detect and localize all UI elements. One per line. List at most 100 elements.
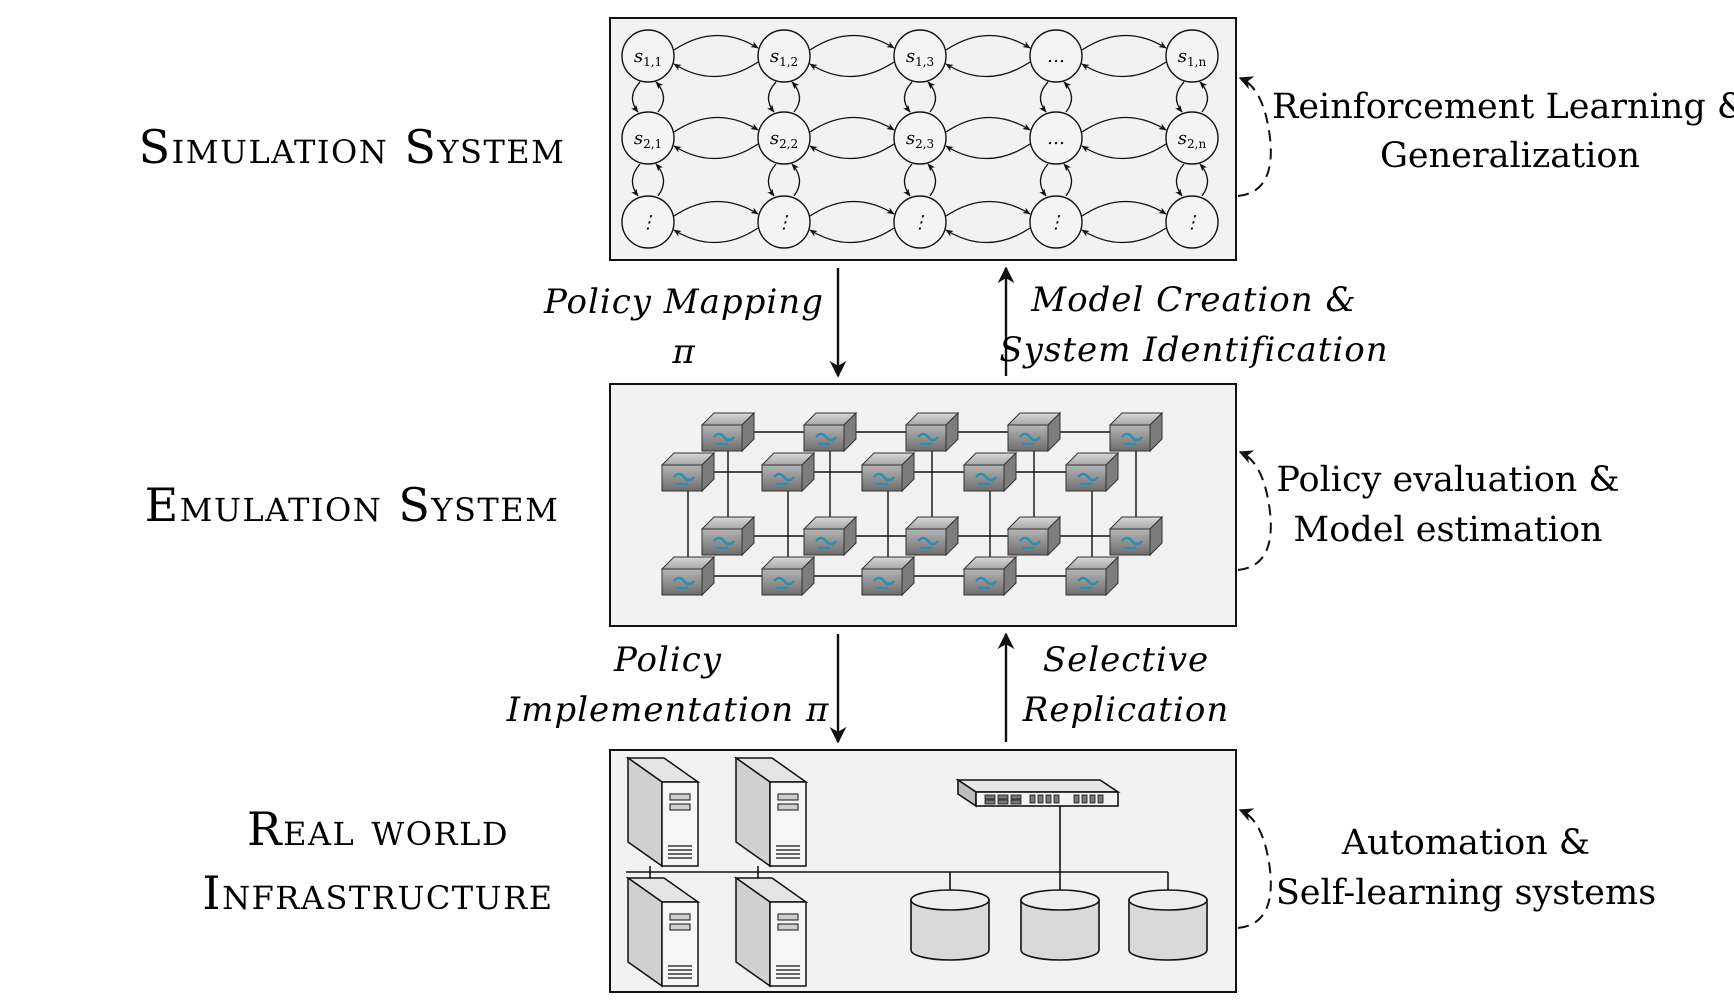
emulated-container-icon [1006,515,1062,557]
transition-arc [655,163,665,197]
state-node: s1,2 [757,29,811,83]
state-node: s1,n [1165,29,1219,83]
state-node: s1,3 [893,29,947,83]
storage-cylinder-icon [910,889,990,961]
simulation-system-title: Simulation System [139,120,566,174]
emulated-container-icon [1064,555,1120,597]
state-label: s1,n [1178,46,1207,69]
transition-arc [673,116,759,133]
automation-label-line2: Self-learning systems [1276,873,1656,913]
state-node: s2,n [1165,111,1219,165]
transition-arc [767,81,777,113]
rl-generalization-label-line2: Generalization [1380,136,1640,176]
real-world-title-line2: Infrastructure [202,866,553,920]
server-tower-icon [733,876,809,988]
emulated-container-icon [802,411,858,453]
transition-arc [1081,61,1167,78]
state-nodes: s1,1 s1,2 s1,3 … s1,n s2,1 s2,2 s2,3 … s2,n ⋮ ⋮ ⋮ ⋮ ⋮ [621,29,1219,249]
transition-arc [767,163,777,197]
transition-arc [655,81,665,113]
transition-arc [809,200,895,217]
transition-arc [1199,163,1209,197]
transition-arc [631,81,641,113]
state-label: … [1047,128,1065,149]
emulated-container-icon [860,451,916,493]
policy-implementation-label-line1: Policy [613,640,722,680]
policy-mapping-label-line1: Policy Mapping [543,282,824,322]
transition-arc [673,61,759,78]
storage-cylinder-icon [1128,889,1208,961]
state-node: ⋮ [1029,195,1083,249]
transition-arc [1039,163,1049,197]
evaluation-feedback-loop-arrow [1237,450,1272,571]
server-tower-icon [733,756,809,868]
transition-arc [945,143,1031,160]
transition-arc [673,34,759,51]
model-creation-label-line2: System Identification [999,330,1388,370]
rl-feedback-loop-arrow [1237,76,1272,197]
policy-mapping-label-line2: π [671,332,695,372]
emulated-container-icon [904,411,960,453]
transition-arc [1081,200,1167,217]
transition-arc [927,163,937,197]
transition-arc [945,34,1031,51]
transition-arc [945,200,1031,217]
transition-arc [903,163,913,197]
emulated-container-icon [1064,451,1120,493]
model-creation-label-line1: Model Creation & [1030,280,1357,320]
network-switch-icon [955,778,1121,808]
transition-arc [673,143,759,160]
transition-arc [945,116,1031,133]
automation-label-line1: Automation & [1341,823,1590,863]
policy-implementation-label-line2: Implementation π [506,690,830,730]
transition-arc [809,34,895,51]
state-label: s1,3 [906,46,934,69]
state-node: s2,3 [893,111,947,165]
emulated-container-icon [760,555,816,597]
transition-arc [1175,163,1185,197]
policy-evaluation-label-line2: Model estimation [1293,510,1602,550]
emulated-container-icon [1006,411,1062,453]
state-label: … [1047,46,1065,67]
transition-arc [927,81,937,113]
state-label: s2,2 [770,128,798,151]
state-node: ⋮ [621,195,675,249]
server-tower-icon [625,876,701,988]
emulated-container-icon [904,515,960,557]
state-node: s1,1 [621,29,675,83]
state-label: s2,1 [634,128,662,151]
emulated-container-icon [660,451,716,493]
state-transition-edges [631,34,1209,244]
state-label: s2,3 [906,128,934,151]
emulated-container-icon [802,515,858,557]
policy-evaluation-label-line1: Policy evaluation & [1276,460,1619,500]
transition-arc [673,200,759,217]
selective-replication-label-line1: Selective [1043,640,1209,680]
storage-group [910,889,1208,961]
emulation-system-title: Emulation System [145,478,560,532]
state-label: s1,2 [770,46,798,69]
emulated-container-icon [962,555,1018,597]
transition-arc [903,81,913,113]
transition-arc [673,227,759,244]
server-group [625,756,809,988]
state-label: ⋮ [639,212,657,233]
emulated-container-icon [1108,411,1164,453]
transition-arc [809,116,895,133]
emulated-container-icon [962,451,1018,493]
selective-replication-label-line2: Replication [1022,690,1229,730]
state-node: ⋮ [1165,195,1219,249]
transition-arc [809,227,895,244]
transition-arc [791,81,801,113]
state-label: ⋮ [775,212,793,233]
state-node: s2,1 [621,111,675,165]
state-label: s2,n [1178,128,1207,151]
emulated-container-icon [760,451,816,493]
emulated-container-icon [700,515,756,557]
state-node: … [1029,111,1083,165]
state-label: ⋮ [1183,212,1201,233]
automation-feedback-loop-arrow [1237,808,1272,929]
state-label: ⋮ [911,212,929,233]
emulated-container-icon [860,555,916,597]
